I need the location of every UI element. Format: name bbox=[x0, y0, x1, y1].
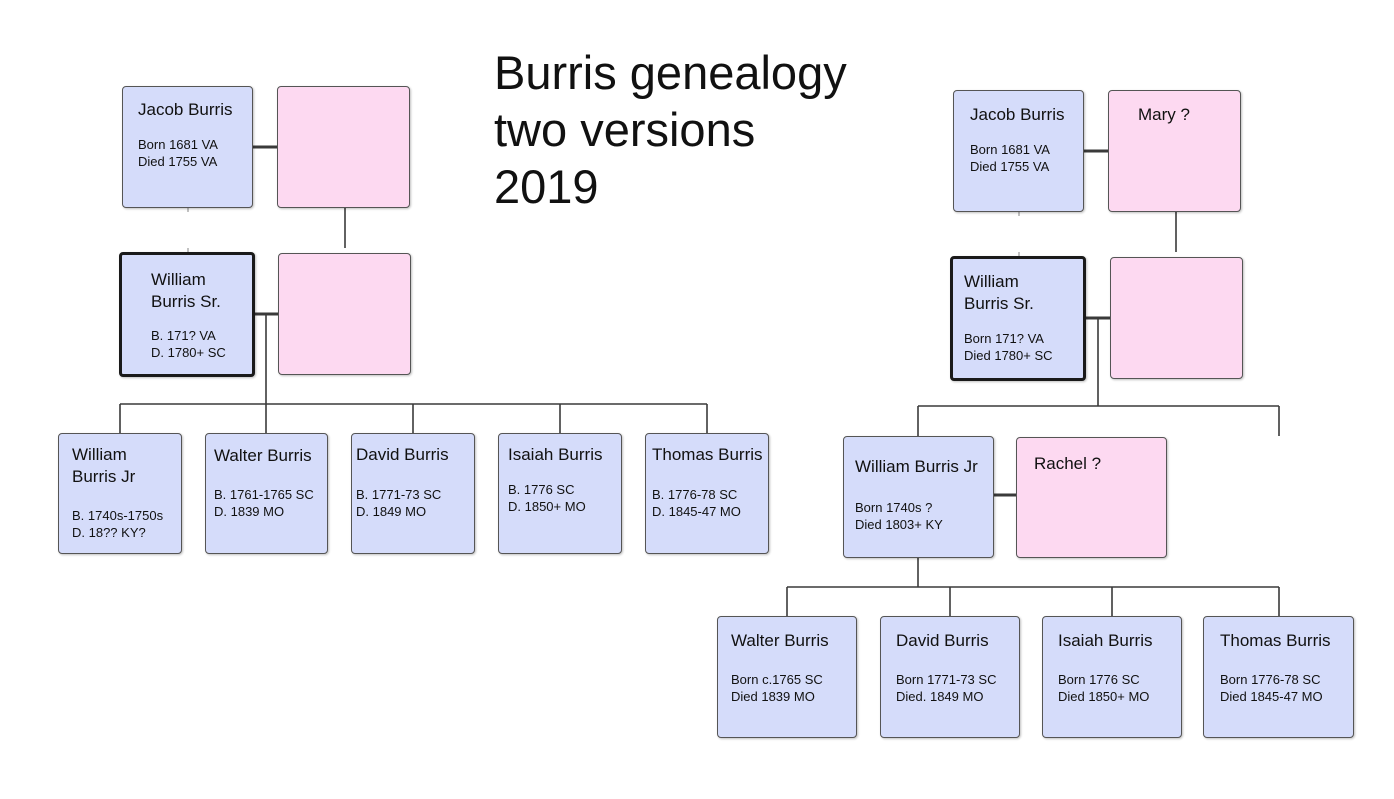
right-william-sr-box: William Burris Sr. Born 171? VA Died 178… bbox=[950, 256, 1086, 381]
left-jacob-spouse-box bbox=[277, 86, 410, 208]
death-info: Died 1755 VA bbox=[970, 159, 1050, 174]
left-william-sr-spouse-box bbox=[278, 253, 411, 375]
birth-info: B. 1776 SC bbox=[508, 482, 575, 497]
person-name-line-2: Burris Jr bbox=[72, 467, 136, 486]
death-info: Died 1845-47 MO bbox=[1220, 689, 1323, 704]
person-name-line-1: William bbox=[964, 272, 1019, 291]
death-info: Died. 1849 MO bbox=[896, 689, 984, 704]
right-jacob-spouse-box: Mary ? bbox=[1108, 90, 1241, 212]
person-name: Thomas Burris bbox=[652, 445, 763, 464]
person-name: Walter Burris bbox=[731, 631, 829, 650]
title-line-2: two versions bbox=[494, 103, 756, 156]
left-child-william-jr-box: William Burris Jr B. 1740s-1750s D. 18??… bbox=[58, 433, 182, 554]
person-name: Jacob Burris bbox=[970, 105, 1065, 124]
birth-info: B. 171? VA bbox=[151, 328, 216, 343]
death-info: D. 1780+ SC bbox=[151, 345, 226, 360]
left-jacob-burris-box: Jacob Burris Born 1681 VA Died 1755 VA bbox=[122, 86, 253, 208]
person-name: Jacob Burris bbox=[138, 100, 233, 119]
person-name: Isaiah Burris bbox=[1058, 631, 1153, 650]
right-william-sr-spouse-box bbox=[1110, 257, 1243, 379]
title-line-1: Burris genealogy bbox=[494, 46, 847, 99]
birth-info: Born c.1765 SC bbox=[731, 672, 823, 687]
right-william-jr-box: William Burris Jr Born 1740s ? Died 1803… bbox=[843, 436, 994, 558]
left-child-david-box: David Burris B. 1771-73 SC D. 1849 MO bbox=[351, 433, 475, 554]
title-line-3: 2019 bbox=[494, 160, 599, 213]
right-grandchild-walter-box: Walter Burris Born c.1765 SC Died 1839 M… bbox=[717, 616, 857, 738]
right-grandchild-david-box: David Burris Born 1771-73 SC Died. 1849 … bbox=[880, 616, 1020, 738]
person-name: Walter Burris bbox=[214, 446, 312, 465]
person-name: David Burris bbox=[896, 631, 989, 650]
death-info: D. 1839 MO bbox=[214, 504, 285, 519]
death-info: D. 1849 MO bbox=[356, 504, 427, 519]
birth-info: B. 1771-73 SC bbox=[356, 487, 442, 502]
birth-info: Born 1681 VA bbox=[138, 137, 218, 152]
birth-info: Born 1740s ? bbox=[855, 500, 933, 515]
person-name: Isaiah Burris bbox=[508, 445, 603, 464]
death-info: D. 1845-47 MO bbox=[652, 504, 741, 519]
person-name-line-1: William bbox=[72, 445, 127, 464]
birth-info: Born 1681 VA bbox=[970, 142, 1050, 157]
person-name: David Burris bbox=[356, 445, 449, 464]
birth-info: Born 171? VA bbox=[964, 331, 1044, 346]
death-info: Died 1803+ KY bbox=[855, 517, 943, 532]
birth-info: B. 1761-1765 SC bbox=[214, 487, 314, 502]
birth-info: B. 1776-78 SC bbox=[652, 487, 738, 502]
person-name-line-2: Burris Sr. bbox=[151, 292, 221, 311]
right-grandchild-thomas-box: Thomas Burris Born 1776-78 SC Died 1845-… bbox=[1203, 616, 1354, 738]
person-name-line-2: Burris Sr. bbox=[964, 294, 1034, 313]
right-william-jr-spouse-box: Rachel ? bbox=[1016, 437, 1167, 558]
birth-info: Born 1771-73 SC bbox=[896, 672, 997, 687]
death-info: Died 1839 MO bbox=[731, 689, 815, 704]
left-child-isaiah-box: Isaiah Burris B. 1776 SC D. 1850+ MO bbox=[498, 433, 622, 554]
death-info: D. 1850+ MO bbox=[508, 499, 586, 514]
death-info: D. 18?? KY? bbox=[72, 525, 146, 540]
left-william-sr-box: William Burris Sr. B. 171? VA D. 1780+ S… bbox=[119, 252, 255, 377]
left-child-walter-box: Walter Burris B. 1761-1765 SC D. 1839 MO bbox=[205, 433, 328, 554]
death-info: Died 1850+ MO bbox=[1058, 689, 1150, 704]
birth-info: B. 1740s-1750s bbox=[72, 508, 164, 523]
birth-info: Born 1776 SC bbox=[1058, 672, 1140, 687]
birth-info: Born 1776-78 SC bbox=[1220, 672, 1321, 687]
person-name: Rachel ? bbox=[1034, 454, 1102, 473]
person-name: William Burris Jr bbox=[855, 457, 978, 476]
death-info: Died 1780+ SC bbox=[964, 348, 1053, 363]
person-name-line-1: William bbox=[151, 270, 206, 289]
death-info: Died 1755 VA bbox=[138, 154, 218, 169]
left-child-thomas-box: Thomas Burris B. 1776-78 SC D. 1845-47 M… bbox=[645, 433, 769, 554]
right-jacob-burris-box: Jacob Burris Born 1681 VA Died 1755 VA bbox=[953, 90, 1084, 212]
person-name: Thomas Burris bbox=[1220, 631, 1331, 650]
right-grandchild-isaiah-box: Isaiah Burris Born 1776 SC Died 1850+ MO bbox=[1042, 616, 1182, 738]
person-name: Mary ? bbox=[1138, 105, 1190, 124]
